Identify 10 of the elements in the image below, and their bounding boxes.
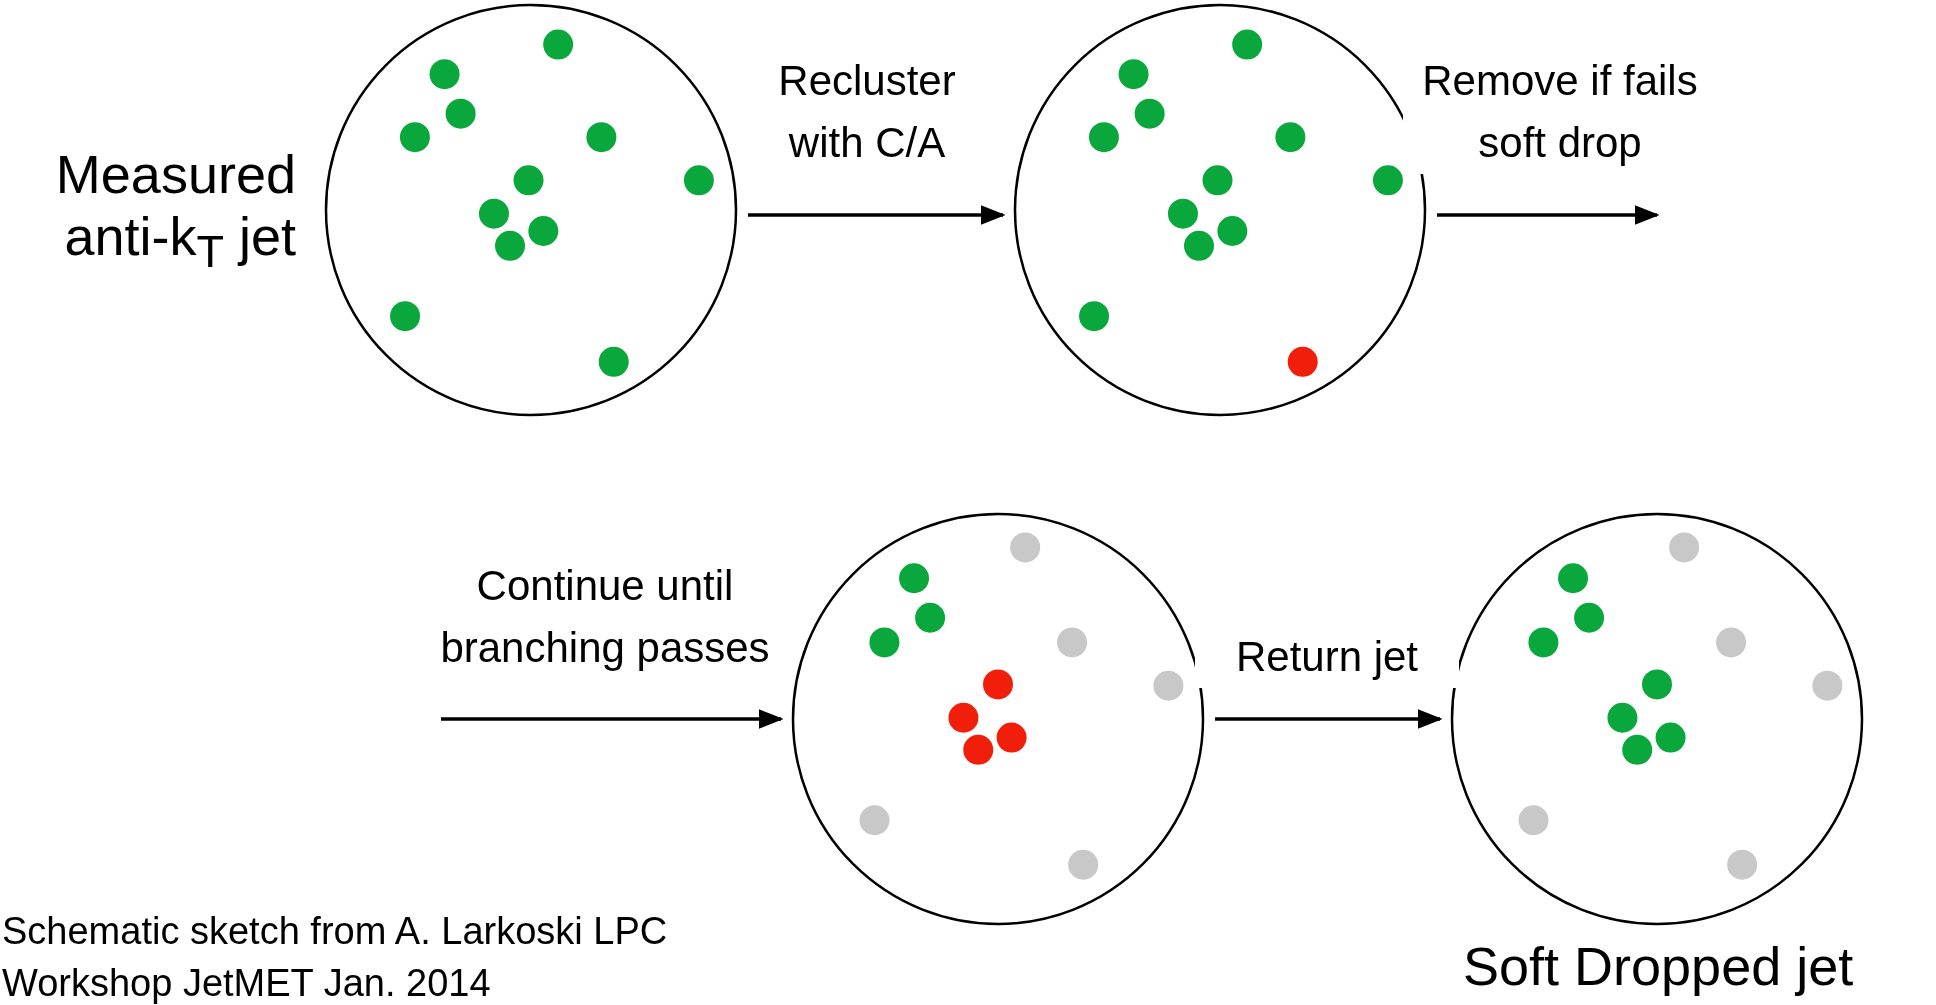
arrow bbox=[1215, 709, 1443, 729]
jet-circle bbox=[790, 511, 1206, 927]
jet-circle bbox=[323, 2, 739, 418]
jet-circle bbox=[1449, 511, 1865, 927]
arrow bbox=[1437, 205, 1660, 225]
jet-caption: Measured anti-k$_{T}$ jet bbox=[54, 143, 296, 279]
arrow bbox=[441, 709, 784, 729]
source-note: Schematic sketch from A. Larkoski LPC Workshop JetMET Jan. 2014 bbox=[2, 909, 669, 1005]
jet-caption: Soft Dropped jet bbox=[1463, 935, 1855, 997]
arrow bbox=[748, 205, 1006, 225]
